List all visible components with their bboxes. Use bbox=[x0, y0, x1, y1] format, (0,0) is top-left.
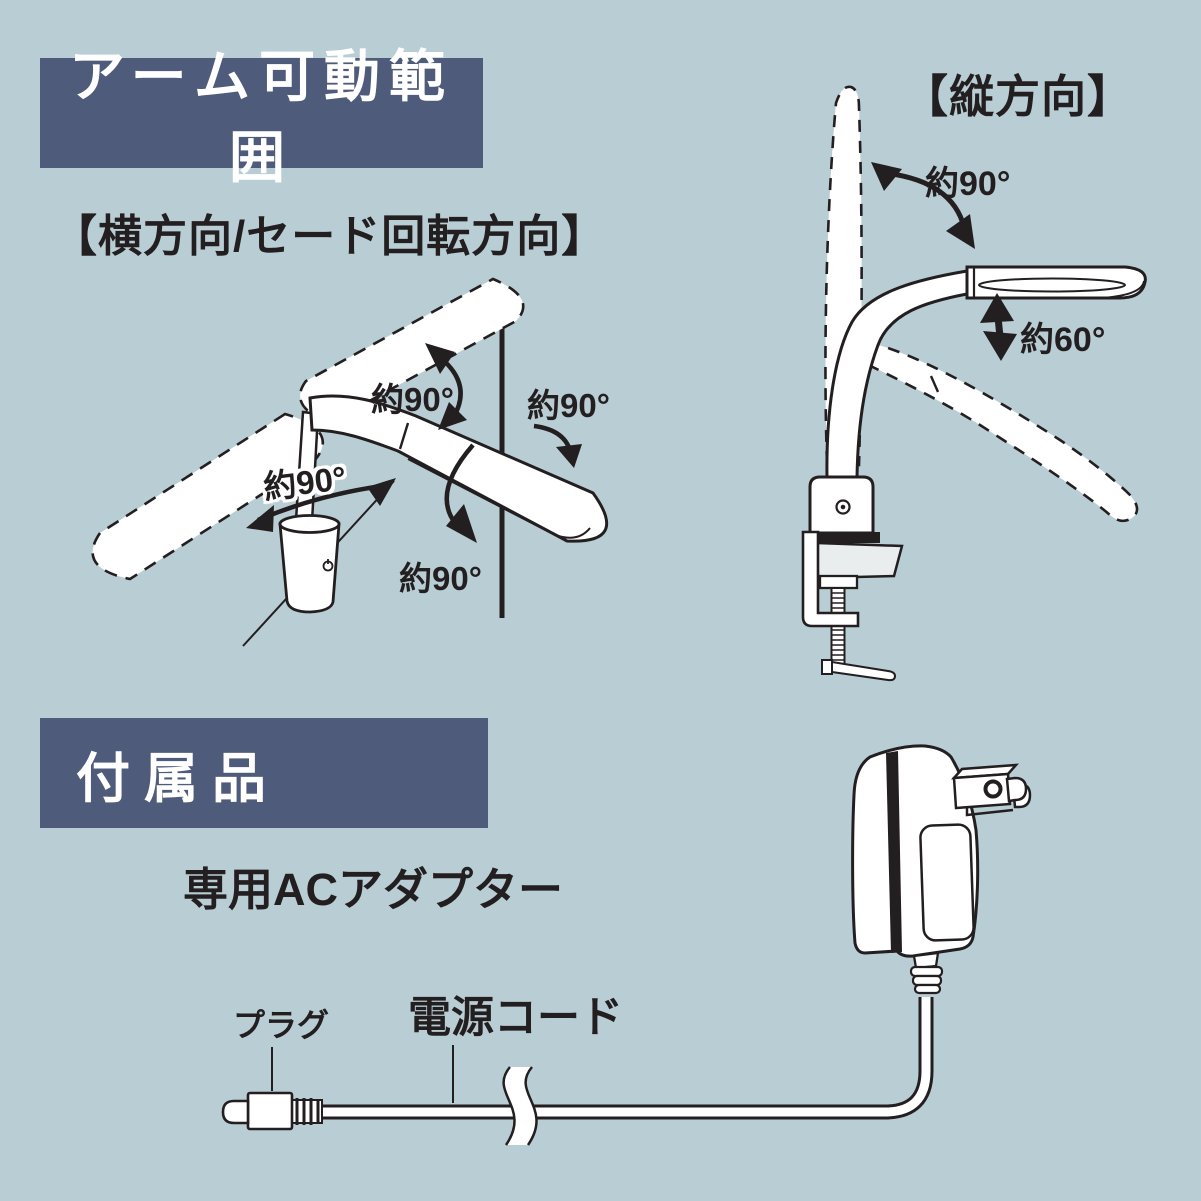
arm-swing-angle-label: 約90° bbox=[371, 381, 454, 418]
shade-tilt-arrow bbox=[980, 293, 1017, 361]
plug-label: プラグ bbox=[233, 1007, 330, 1043]
cord-break-symbol bbox=[502, 1066, 538, 1146]
shade-rotation-arrow bbox=[444, 443, 477, 543]
shade-tilt-angle-label: 約60° bbox=[1020, 321, 1106, 359]
power-cord-label: 電源コード bbox=[408, 994, 623, 1042]
ac-adapter-body bbox=[851, 744, 1014, 958]
dashed-arm-left-position bbox=[91, 412, 325, 581]
ac-plug-prongs bbox=[951, 763, 1032, 810]
base-rotation-arrow bbox=[246, 478, 396, 532]
pole-rotation-angle-label: 約90° bbox=[527, 387, 610, 424]
dashed-arm-down-position bbox=[860, 340, 1139, 523]
arm-swing-arrow bbox=[425, 343, 467, 430]
horizontal-range-diagram bbox=[91, 277, 609, 647]
vertical-range-diagram bbox=[801, 85, 1147, 682]
clamp-bracket bbox=[801, 530, 904, 682]
arm-range-title-panel: アーム可動範囲 bbox=[40, 45, 483, 189]
shade-rotation-angle-label: 約90° bbox=[399, 560, 482, 597]
dashed-arm-joint-mark bbox=[929, 375, 940, 393]
table-edge bbox=[815, 541, 904, 580]
pole-rotation-arrow bbox=[533, 423, 582, 468]
ac-adapter-diagram bbox=[221, 744, 1032, 1146]
vertical-direction-heading: 【縦方向】 bbox=[903, 71, 1134, 122]
prong-screw-icon bbox=[983, 779, 1003, 799]
arm-tilt-arrow bbox=[871, 162, 975, 249]
lamp-shade bbox=[965, 265, 1147, 300]
base-rotation-angle-label: 約90° bbox=[261, 459, 349, 506]
arm-range-title: アーム可動範囲 bbox=[69, 45, 454, 189]
dc-plug bbox=[221, 1091, 323, 1131]
ac-adapter-name: 専用ACアダプター bbox=[183, 864, 563, 915]
accessories-title: 付属品 bbox=[76, 748, 280, 809]
arm-tilt-angle-label: 約90° bbox=[925, 165, 1011, 203]
strain-relief bbox=[909, 951, 944, 995]
horizontal-direction-heading: 【横方向/セード回転方向】 bbox=[53, 212, 607, 261]
lamp-base bbox=[278, 514, 341, 614]
dashed-arm-up-position bbox=[298, 277, 525, 425]
accessories-title-panel: 付属品 bbox=[40, 718, 488, 828]
power-cord bbox=[322, 997, 934, 1120]
power-button-icon bbox=[322, 559, 334, 572]
clamp-handle bbox=[821, 659, 897, 682]
clamp-holder bbox=[808, 475, 875, 535]
